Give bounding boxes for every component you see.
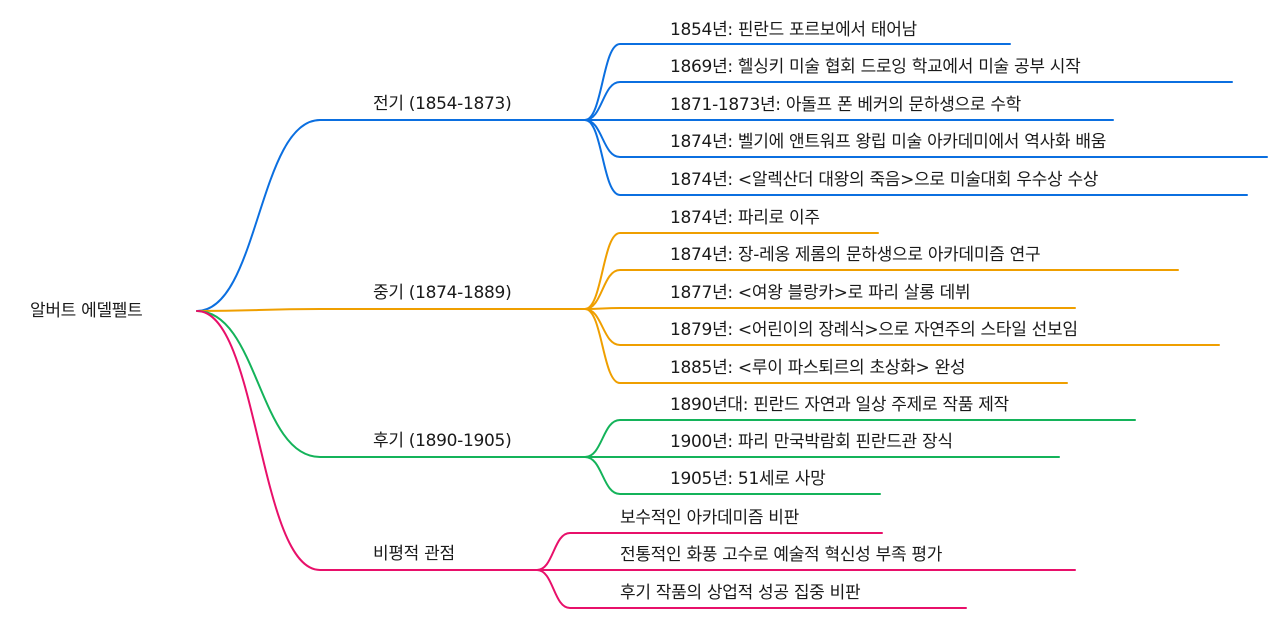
- leaf-critical-3[interactable]: 후기 작품의 상업적 성공 집중 비판: [620, 583, 861, 603]
- branch-connector-0: [196, 119, 586, 312]
- branch-critical-views[interactable]: 비평적 관점: [373, 544, 455, 564]
- leaf-connector-2-2: [584, 456, 881, 495]
- leaf-connector-3-0: [536, 532, 883, 571]
- branch-late-period[interactable]: 후기 (1890-1905): [373, 431, 512, 451]
- leaf-early-5[interactable]: 1874년: <알렉산더 대왕의 죽음>으로 미술대회 우수상 수상: [670, 170, 1099, 190]
- leaf-middle-2[interactable]: 1874년: 장-레옹 제롬의 문하생으로 아카데미즘 연구: [670, 245, 1041, 265]
- leaf-early-3[interactable]: 1871-1873년: 아돌프 폰 베커의 문하생으로 수학: [670, 95, 1022, 115]
- leaf-connector-3-2: [536, 569, 967, 609]
- leaf-middle-5[interactable]: 1885년: <루이 파스퇴르의 초상화> 완성: [670, 358, 966, 378]
- branch-connector-1: [196, 308, 586, 312]
- leaf-late-1[interactable]: 1890년대: 핀란드 자연과 일상 주제로 작품 제작: [670, 395, 1009, 415]
- leaf-middle-3[interactable]: 1877년: <여왕 블랑카>로 파리 살롱 데뷔: [670, 283, 971, 303]
- leaf-connector-1-1: [584, 269, 1179, 310]
- branch-connector-2: [196, 310, 586, 458]
- leaf-late-2[interactable]: 1900년: 파리 만국박람회 핀란드관 장식: [670, 432, 953, 452]
- root-node[interactable]: 알버트 에델펠트: [30, 301, 143, 321]
- leaf-critical-1[interactable]: 보수적인 아카데미즘 비판: [620, 508, 799, 528]
- leaf-connector-0-0: [584, 43, 1011, 121]
- leaf-early-2[interactable]: 1869년: 헬싱키 미술 협회 드로잉 학교에서 미술 공부 시작: [670, 57, 1081, 77]
- leaf-middle-1[interactable]: 1874년: 파리로 이주: [670, 208, 820, 228]
- leaf-connector-2-0: [584, 419, 1136, 458]
- leaf-early-4[interactable]: 1874년: 벨기에 앤트워프 왕립 미술 아카데미에서 역사화 배움: [670, 132, 1107, 152]
- leaf-connector-0-1: [584, 81, 1233, 121]
- branch-connector-3: [196, 310, 538, 571]
- branch-early-period[interactable]: 전기 (1854-1873): [373, 94, 512, 114]
- leaf-critical-2[interactable]: 전통적인 화풍 고수로 예술적 혁신성 부족 평가: [620, 545, 943, 565]
- leaf-middle-4[interactable]: 1879년: <어린이의 장례식>으로 자연주의 스타일 선보임: [670, 320, 1078, 340]
- leaf-early-1[interactable]: 1854년: 핀란드 포르보에서 태어남: [670, 20, 917, 40]
- branch-middle-period[interactable]: 중기 (1874-1889): [373, 283, 512, 303]
- leaf-connector-0-4: [584, 119, 1248, 196]
- leaf-connector-1-2: [584, 307, 1076, 310]
- leaf-connector-1-0: [584, 232, 879, 310]
- leaf-connector-1-4: [584, 308, 1068, 384]
- leaf-late-3[interactable]: 1905년: 51세로 사망: [670, 469, 826, 489]
